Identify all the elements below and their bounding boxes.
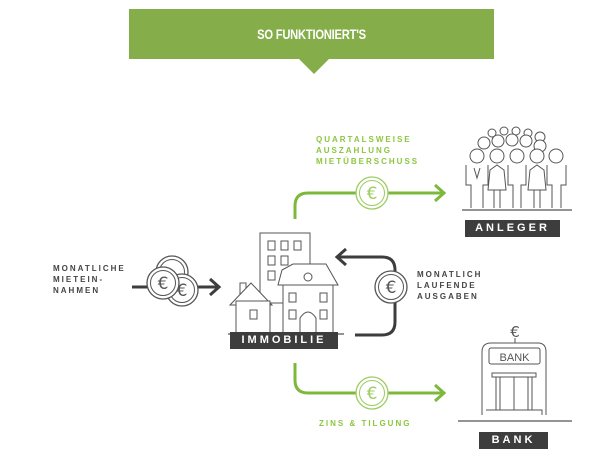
euro-coin-icon: €	[355, 176, 389, 210]
euro-coins-icon: € €	[146, 255, 199, 307]
property-label: IMMOBILIE	[230, 332, 338, 349]
interest-repayment-label: ZINS & TILGUNG	[319, 419, 412, 428]
svg-text:€: €	[386, 278, 397, 298]
quarterly-payout-label: QUARTALSWEISE AUSZAHLUNG MIETÜBERSCHUSS	[316, 135, 420, 166]
header-banner	[129, 9, 494, 59]
bank-building-icon: € BANK	[458, 323, 572, 422]
euro-coin-icon: €	[355, 376, 389, 410]
monthly-rent-label: MONATLICHE MIETEIN- NAHMEN	[53, 264, 126, 295]
header-pointer	[298, 58, 330, 74]
svg-text:€: €	[367, 184, 378, 204]
property-buildings-icon	[228, 232, 344, 335]
svg-text:€: €	[510, 323, 520, 341]
investors-label: ANLEGER	[465, 220, 560, 237]
euro-coin-icon: €	[374, 270, 408, 304]
svg-text:BANK: BANK	[500, 352, 531, 364]
investors-group-icon	[462, 126, 572, 211]
bank-label: BANK	[479, 432, 548, 449]
monthly-expenses-label: MONATLICH LAUFENDE AUSGABEN	[417, 270, 483, 301]
page-title: SO FUNKTIONIERT'S	[257, 26, 366, 42]
svg-text:€: €	[177, 281, 188, 301]
svg-text:€: €	[367, 384, 378, 404]
repayment-arrow	[293, 363, 447, 403]
payout-arrow	[293, 183, 447, 219]
svg-text:€: €	[158, 274, 169, 294]
